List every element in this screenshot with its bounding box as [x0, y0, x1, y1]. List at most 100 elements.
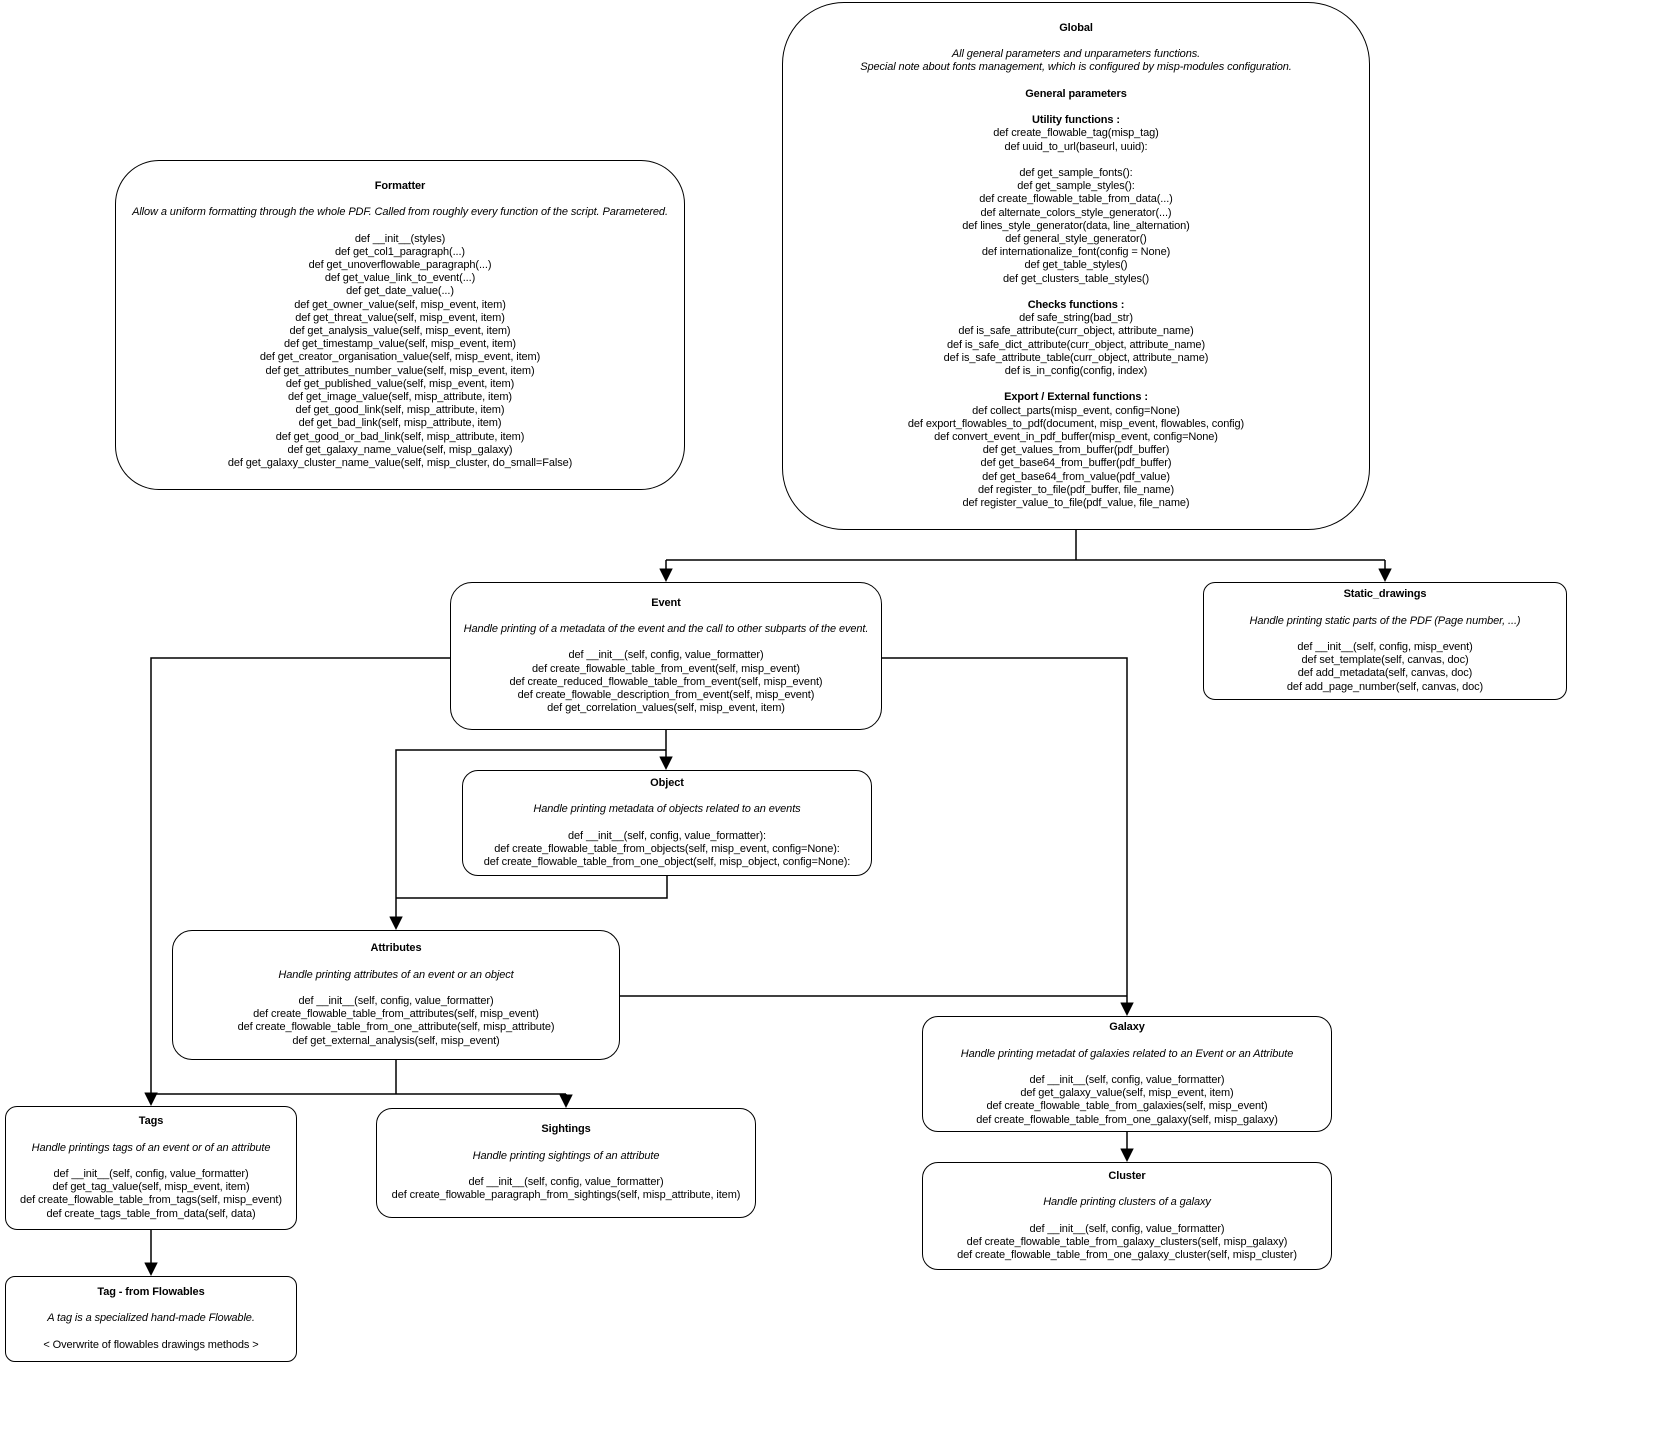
spacer: [1126, 1209, 1129, 1222]
function-line: def create_flowable_table_from_event(sel…: [532, 662, 800, 675]
function-line: def create_reduced_flowable_table_from_e…: [509, 675, 823, 688]
function-line: def __init__(self, config, value_formatt…: [298, 995, 494, 1007]
node-formatter-body: Allow a uniform formatting through the w…: [132, 193, 668, 470]
node-tag-from-flowables-body: A tag is a specialized hand-made Flowabl…: [43, 1299, 258, 1352]
function-line: def create_flowable_table_from_tags(self…: [20, 1194, 282, 1207]
function-line: def create_flowable_tag(misp_tag): [993, 127, 1159, 140]
function-line: def get_good_or_bad_link(self, misp_attr…: [275, 430, 525, 443]
spacer: [1384, 601, 1387, 614]
function-line: def get_galaxy_value(self, misp_event, i…: [1020, 1087, 1234, 1100]
box-description: Handle printing metadata of objects rela…: [533, 803, 801, 816]
node-event: Event Handle printing of a metadata of t…: [450, 582, 882, 730]
node-sightings-body: Handle printing sightings of an attribut…: [392, 1137, 741, 1203]
function-line: def create_flowable_table_from_galaxy_cl…: [966, 1235, 1288, 1248]
node-cluster: Cluster Handle printing clusters of a ga…: [922, 1162, 1332, 1270]
spacer: [1126, 1034, 1129, 1047]
function-line: def get_base64_from_value(pdf_value): [982, 470, 1170, 483]
function-line: def create_tags_table_from_data(self, da…: [46, 1207, 256, 1220]
node-event-body: Handle printing of a metadata of the eve…: [464, 610, 869, 716]
function-line: def get_clusters_table_styles(): [1002, 272, 1150, 285]
spacer: [665, 610, 668, 623]
function-line: def is_safe_attribute(curr_object, attri…: [958, 325, 1194, 338]
function-line: def get_sample_styles():: [1017, 180, 1135, 193]
spacer: [1075, 35, 1078, 48]
function-line: def get_values_from_buffer(pdf_buffer): [982, 444, 1170, 457]
node-object-body: Handle printing metadata of objects rela…: [484, 790, 851, 869]
function-line: def add_page_number(self, canvas, doc): [1286, 680, 1484, 693]
box-description: Handle printing metadat of galaxies rela…: [960, 1047, 1294, 1060]
function-line: def get_published_value(self, misp_event…: [285, 377, 515, 390]
node-galaxy-body: Handle printing metadat of galaxies rela…: [960, 1034, 1294, 1126]
function-line: def create_flowable_table_from_one_galax…: [957, 1249, 1297, 1261]
node-static-drawings-title: Static_drawings: [1343, 588, 1427, 601]
spacer: [1075, 75, 1078, 88]
function-line: def __init__(self, config, misp_event): [1297, 641, 1473, 653]
box-description: Handle printing of a metadata of the eve…: [463, 622, 869, 635]
box-description: Handle printing sightings of an attribut…: [472, 1149, 660, 1162]
node-tags-body: Handle printings tags of an event or of …: [20, 1128, 282, 1220]
node-cluster-body: Handle printing clusters of a galaxy def…: [957, 1183, 1297, 1262]
function-line: def get_timestamp_value(self, misp_event…: [284, 338, 516, 351]
node-sightings: Sightings Handle printing sightings of a…: [376, 1108, 756, 1218]
edge-event-tags: [144, 657, 450, 1107]
function-line: def convert_event_in_pdf_buffer(misp_eve…: [934, 431, 1218, 444]
edge-event-attributes: [389, 749, 666, 931]
function-line: def create_flowable_table_from_one_galax…: [976, 1113, 1278, 1126]
function-line: def create_flowable_table_from_galaxies(…: [986, 1100, 1268, 1113]
function-line: def get_threat_value(self, misp_event, i…: [295, 311, 505, 324]
box-description: Special note about fonts management, whi…: [860, 61, 1292, 74]
function-line: def set_template(self, canvas, doc): [1301, 654, 1469, 667]
spacer: [1384, 628, 1387, 641]
function-line: def create_flowable_paragraph_from_sight…: [391, 1189, 741, 1202]
function-line: def create_flowable_table_from_one_attri…: [237, 1021, 555, 1034]
spacer: [150, 1155, 153, 1168]
spacer: [1075, 286, 1078, 299]
spacer: [1075, 378, 1078, 391]
function-line: def get_external_analysis(self, misp_eve…: [292, 1034, 500, 1047]
function-line: def get_galaxy_name_value(self, misp_gal…: [287, 443, 513, 456]
spacer: [565, 1163, 568, 1176]
spacer: [395, 982, 398, 995]
function-line: def get_sample_fonts():: [1019, 166, 1133, 179]
function-line: def get_creator_organisation_value(self,…: [259, 351, 541, 364]
function-line: def get_good_link(self, misp_attribute, …: [295, 404, 505, 417]
function-line: def lines_style_generator(data, line_alt…: [962, 219, 1190, 232]
node-tag-from-flowables: Tag - from Flowables A tag is a speciali…: [5, 1276, 297, 1362]
function-line: def __init__(self, config, value_formatt…: [1029, 1222, 1225, 1235]
function-line: def __init__(self, config, value_formatt…: [53, 1168, 249, 1180]
function-line: def get_owner_value(self, misp_event, it…: [294, 298, 506, 311]
function-line: def create_flowable_table_from_one_objec…: [483, 856, 851, 868]
node-event-title: Event: [651, 596, 681, 609]
function-line: def __init__(self, config, value_formatt…: [468, 1176, 664, 1189]
box-description: Allow a uniform formatting through the w…: [132, 206, 668, 219]
spacer: [395, 955, 398, 968]
node-attributes: Attributes Handle printing attributes of…: [172, 930, 620, 1060]
function-line: def create_flowable_table_from_data(...): [979, 193, 1173, 206]
node-object-title: Object: [650, 776, 684, 789]
spacer: [150, 1326, 153, 1339]
spacer: [666, 790, 669, 803]
node-static-drawings: Static_drawings Handle printing static p…: [1203, 582, 1567, 700]
function-line: def register_to_file(pdf_buffer, file_na…: [977, 483, 1175, 496]
function-line: def is_safe_attribute_table(curr_object,…: [943, 351, 1209, 364]
function-line: def get_tag_value(self, misp_event, item…: [52, 1181, 250, 1194]
function-line: def get_attributes_number_value(self, mi…: [265, 364, 535, 377]
section-header: General parameters: [1025, 87, 1127, 100]
spacer: [150, 1128, 153, 1141]
edge-object-attributes: [396, 876, 668, 899]
function-line: def alternate_colors_style_generator(...…: [980, 206, 1172, 219]
node-tag-from-flowables-title: Tag - from Flowables: [97, 1285, 205, 1298]
box-description: Handle printing static parts of the PDF …: [1249, 614, 1521, 627]
section-header: Export / External functions :: [1004, 391, 1148, 404]
function-line: def __init__(self, config, value_formatt…: [568, 649, 764, 662]
spacer: [1075, 101, 1078, 114]
function-line: def collect_parts(misp_event, config=Non…: [972, 404, 1180, 417]
function-line: def export_flowables_to_pdf(document, mi…: [907, 417, 1245, 430]
node-attributes-body: Handle printing attributes of an event o…: [238, 955, 555, 1047]
node-attributes-title: Attributes: [370, 942, 422, 955]
edge-event-galaxy: [882, 657, 1134, 1017]
function-line: def is_in_config(config, index): [1004, 365, 1148, 378]
node-global-title: Global: [1059, 21, 1093, 34]
node-formatter-title: Formatter: [374, 179, 426, 192]
